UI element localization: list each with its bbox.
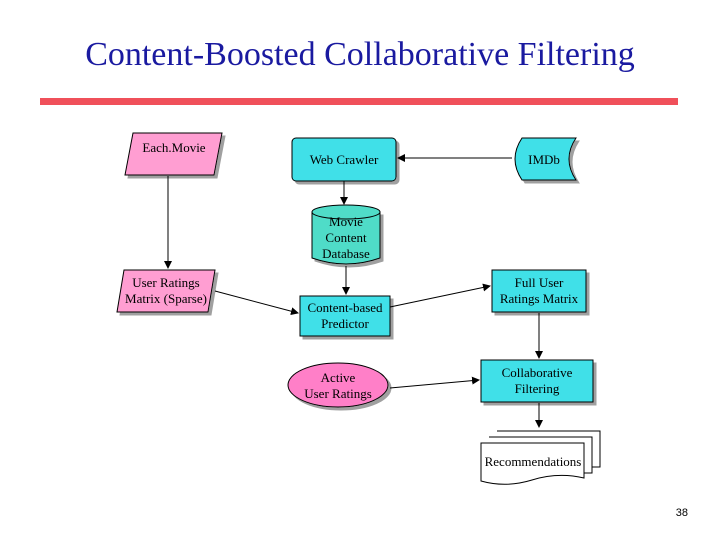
imdb-label: IMDb	[528, 151, 560, 167]
collab-filtering-label: Collaborative Filtering	[501, 365, 573, 396]
movie-db-label: Movie Content Database	[322, 214, 370, 261]
title-underline	[40, 98, 678, 105]
active-ratings-label: Active User Ratings	[304, 370, 372, 401]
eachmovie-label: Each.Movie	[142, 140, 206, 155]
recommendations-label: Recommendations	[484, 454, 582, 469]
recommendations-shape	[480, 430, 601, 485]
eachmovie-shape	[124, 132, 223, 176]
user-ratings-shape	[116, 269, 216, 313]
active-ratings-shape	[287, 362, 389, 408]
arrow-ratings-to-predictor	[214, 290, 299, 316]
imdb-shape	[514, 137, 577, 181]
page-number: 38	[675, 507, 688, 519]
slide-title: Content-Boosted Collaborative Filtering	[85, 36, 635, 73]
collab-filtering-shape	[480, 359, 594, 403]
full-matrix-shape	[491, 269, 587, 313]
cb-predictor-shape	[299, 295, 391, 337]
arrow-active-to-collab	[389, 376, 480, 389]
cb-predictor-label: Content-based Predictor	[307, 300, 383, 331]
full-matrix-label: Full User Ratings Matrix	[499, 275, 579, 306]
movie-db-shape	[311, 204, 381, 265]
arrow-predictor-to-fullmatrix	[389, 283, 491, 308]
user-ratings-label: User Ratings Matrix (Sparse)	[125, 275, 207, 306]
web-crawler-label: Web Crawler	[309, 151, 379, 167]
